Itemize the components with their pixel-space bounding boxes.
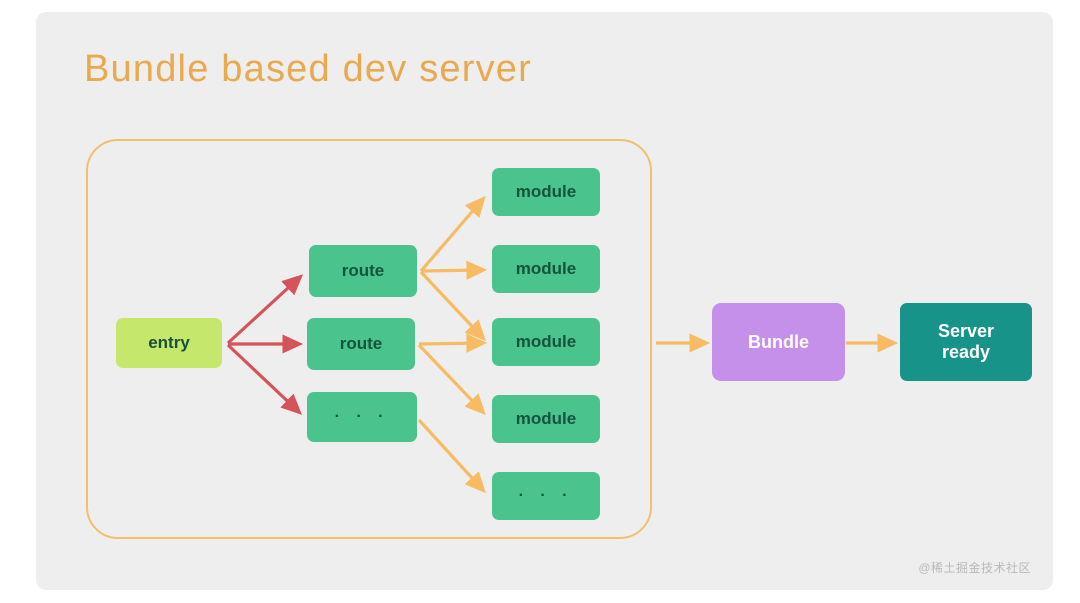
node-module-label-1: module (515, 182, 577, 202)
module-graph-container (86, 139, 652, 539)
node-module-label-3: module (515, 332, 577, 352)
node-bundle-label: Bundle (748, 331, 809, 352)
node-server-label-line2: ready (941, 342, 991, 362)
node-route-label-1: route (341, 261, 385, 281)
node-module-2: module (492, 245, 600, 293)
node-module-5: · · · (492, 472, 600, 520)
node-route-label-2: route (339, 334, 383, 354)
node-module-label-4: module (515, 409, 577, 429)
node-route-2: route (307, 318, 415, 370)
node-module-label-5: · · · (518, 486, 574, 504)
page-title: Bundle based dev server (84, 48, 532, 90)
node-module-1: module (492, 168, 600, 216)
node-module-label-2: module (515, 259, 577, 279)
node-module-4: module (492, 395, 600, 443)
node-server-label-line1: Server (937, 321, 995, 342)
node-bundle: Bundle (712, 303, 845, 381)
node-module-3: module (492, 318, 600, 366)
watermark: @稀土掘金技术社区 (918, 561, 1031, 575)
node-route-label-3: · · · (334, 407, 390, 425)
node-route-1: route (309, 245, 417, 297)
node-entry: entry (116, 318, 222, 368)
node-entry-label: entry (148, 333, 190, 353)
node-route-3: · · · (307, 392, 417, 442)
